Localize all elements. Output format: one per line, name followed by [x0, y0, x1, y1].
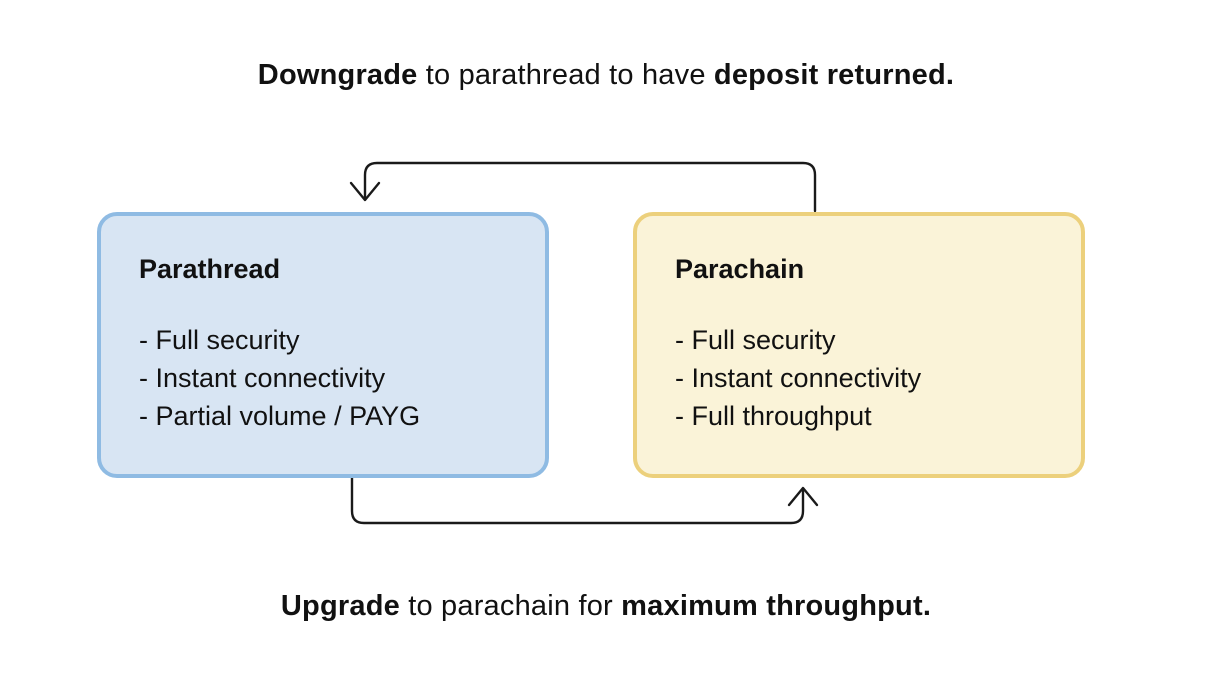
parachain-item-instant-connectivity: - Instant connectivity	[675, 363, 922, 393]
downgrade-caption-bold-lead: Downgrade	[257, 59, 418, 91]
downgrade-arrow-line	[363, 161, 817, 213]
downgrade-caption: Downgrade to parathread to have deposit …	[0, 59, 1212, 92]
downgrade-arrow-head-icon	[349, 181, 381, 202]
upgrade-caption-bold-lead: Upgrade	[280, 590, 400, 622]
parathread-item-partial-volume-payg: - Partial volume / PAYG	[139, 401, 421, 431]
parathread-node-title: Parathread	[139, 254, 281, 284]
parathread-item-full-security: - Full security	[139, 325, 300, 355]
parachain-item-full-throughput: - Full throughput	[675, 401, 872, 431]
upgrade-caption: Upgrade to parachain for maximum through…	[0, 590, 1212, 623]
parathread-item-instant-connectivity: - Instant connectivity	[139, 363, 386, 393]
upgrade-caption-bold-tail: maximum throughput.	[621, 590, 932, 622]
parachain-node-items: - Full security - Instant connectivity -…	[675, 321, 1061, 435]
parathread-node-items: - Full security - Instant connectivity -…	[139, 321, 525, 435]
upgrade-arrow-head-icon	[787, 486, 819, 507]
parachain-item-full-security: - Full security	[675, 325, 836, 355]
parachain-node: Parachain - Full security - Instant conn…	[633, 212, 1085, 478]
upgrade-caption-plain: to parachain for	[399, 590, 622, 622]
parachain-node-title: Parachain	[675, 254, 805, 284]
downgrade-caption-bold-tail: deposit returned.	[713, 59, 955, 91]
downgrade-caption-plain: to parathread to have	[417, 59, 714, 91]
parathread-node: Parathread - Full security - Instant con…	[97, 212, 549, 478]
upgrade-arrow-line	[350, 476, 805, 525]
